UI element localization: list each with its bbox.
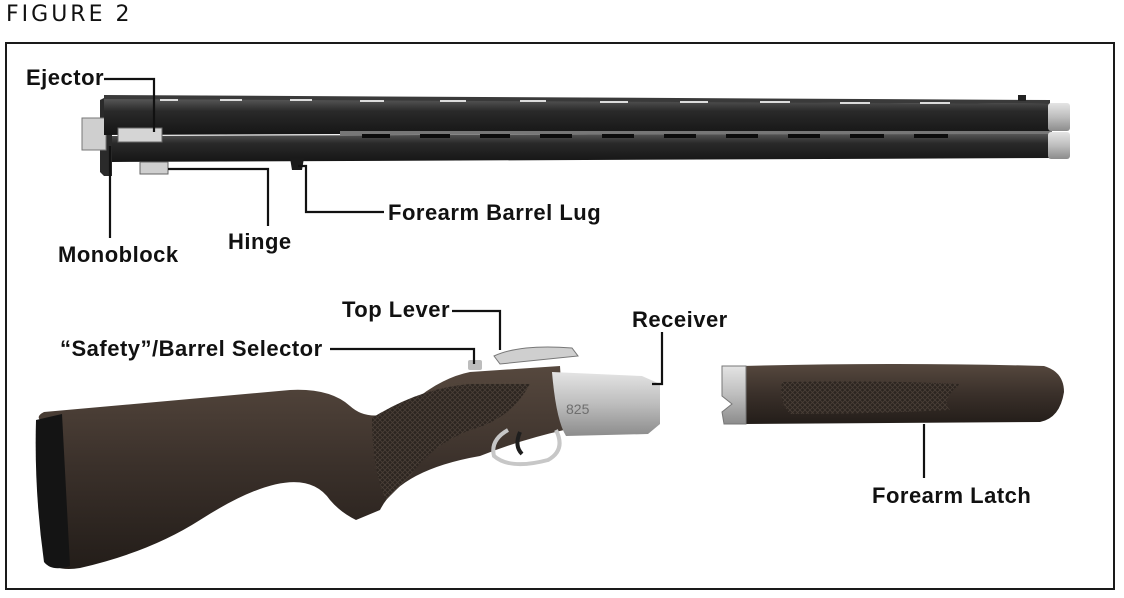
forearm-iron xyxy=(721,365,747,425)
leader-lines xyxy=(104,77,926,478)
label-monoblock: Monoblock xyxy=(58,242,179,267)
label-forearm-latch: Forearm Latch xyxy=(872,483,1031,508)
top-lever-part xyxy=(493,346,579,365)
side-rib-vents xyxy=(362,134,948,138)
ejector-leader xyxy=(104,77,156,132)
forearm-assembly xyxy=(721,364,1064,425)
upper-barrel xyxy=(104,98,1052,135)
forearm-checkering xyxy=(781,381,960,414)
front-sight xyxy=(1018,95,1026,101)
receiver-engraving: 825 xyxy=(566,401,590,417)
lower-barrel xyxy=(112,133,1052,162)
label-safety-selector: “Safety”/Barrel Selector xyxy=(60,336,323,361)
top-rib-vents xyxy=(160,99,950,104)
figure-title: FIGURE 2 xyxy=(6,2,133,27)
forearm-barrel-lug-part xyxy=(290,158,304,170)
stock-assembly: 825 xyxy=(35,346,660,569)
top-lever-leader xyxy=(452,309,502,350)
safety-selector-leader xyxy=(330,347,476,364)
safety-selector-part xyxy=(468,360,482,370)
callout-labels: Ejector Monoblock Hinge Forearm Barrel L… xyxy=(26,65,1031,508)
trigger xyxy=(515,431,524,456)
trigger-guard xyxy=(491,428,562,467)
grip-checkering xyxy=(372,384,530,500)
label-receiver: Receiver xyxy=(632,307,728,332)
label-forearm-barrel-lug: Forearm Barrel Lug xyxy=(388,200,601,225)
label-ejector: Ejector xyxy=(26,65,104,90)
receiver-leader xyxy=(652,332,664,386)
barrel-assembly xyxy=(81,95,1070,176)
hinge-leader xyxy=(168,167,270,226)
ejector-part xyxy=(117,127,163,143)
upper-choke xyxy=(1048,103,1070,131)
monoblock-face xyxy=(81,117,107,151)
vent-rib xyxy=(104,95,1050,104)
figure-frame xyxy=(5,42,1115,590)
hinge-part xyxy=(139,161,169,175)
receiver-body xyxy=(552,372,660,436)
recoil-pad xyxy=(35,414,70,569)
label-hinge: Hinge xyxy=(228,229,292,254)
label-top-lever: Top Lever xyxy=(342,297,450,322)
forearm-barrel-lug-leader xyxy=(298,164,384,214)
lower-choke xyxy=(1048,132,1070,159)
